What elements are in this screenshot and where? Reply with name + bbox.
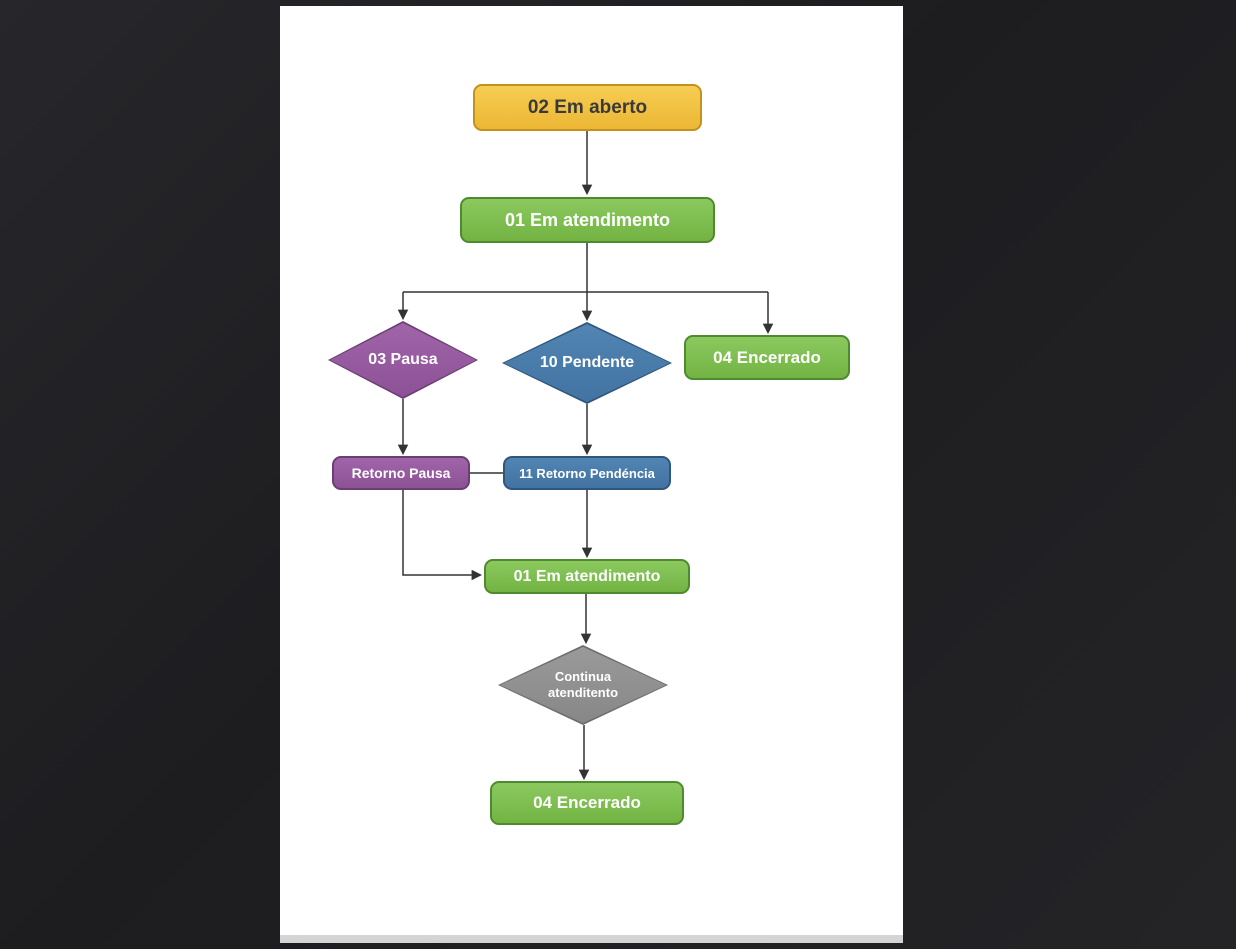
node-retorno-pendencia: 11 Retorno Pendéncia [503,456,671,490]
node-em-atendimento-2: 01 Em atendimento [484,559,690,594]
node-retorno-pausa-label: Retorno Pausa [351,465,451,481]
decision-continua-atendimento: Continua atenditento [498,645,668,725]
decision-pausa: 03 Pausa [328,321,478,399]
decision-continua-label-line1: Continua [554,668,612,684]
page-bottom-strip [280,935,903,943]
node-em-aberto: 02 Em aberto [473,84,702,131]
node-em-atendimento-2-label: 01 Em atendimento [513,567,661,585]
node-em-aberto-label: 02 Em aberto [527,96,648,118]
node-retorno-pendencia-label: 11 Retorno Pendéncia [519,465,655,481]
decision-continua-label-line2: atenditento [547,685,619,700]
decision-pendente-label: 10 Pendente [539,354,635,371]
node-encerrado-2: 04 Encerrado [490,781,684,825]
node-retorno-pausa: Retorno Pausa [332,456,470,490]
decision-pausa-label: 03 Pausa [368,351,438,368]
flowchart-page: 02 Em aberto 01 Em atendimento 03 Pausa … [280,6,903,943]
node-encerrado-1-label: 04 Encerrado [713,347,821,367]
node-em-atendimento-1: 01 Em atendimento [460,197,715,243]
node-encerrado-1: 04 Encerrado [684,335,850,380]
decision-pendente: 10 Pendente [502,322,672,404]
node-em-atendimento-1-label: 01 Em atendimento [504,209,671,230]
node-encerrado-2-label: 04 Encerrado [533,793,641,812]
decision-continua-label: Continua atenditento [498,645,668,725]
